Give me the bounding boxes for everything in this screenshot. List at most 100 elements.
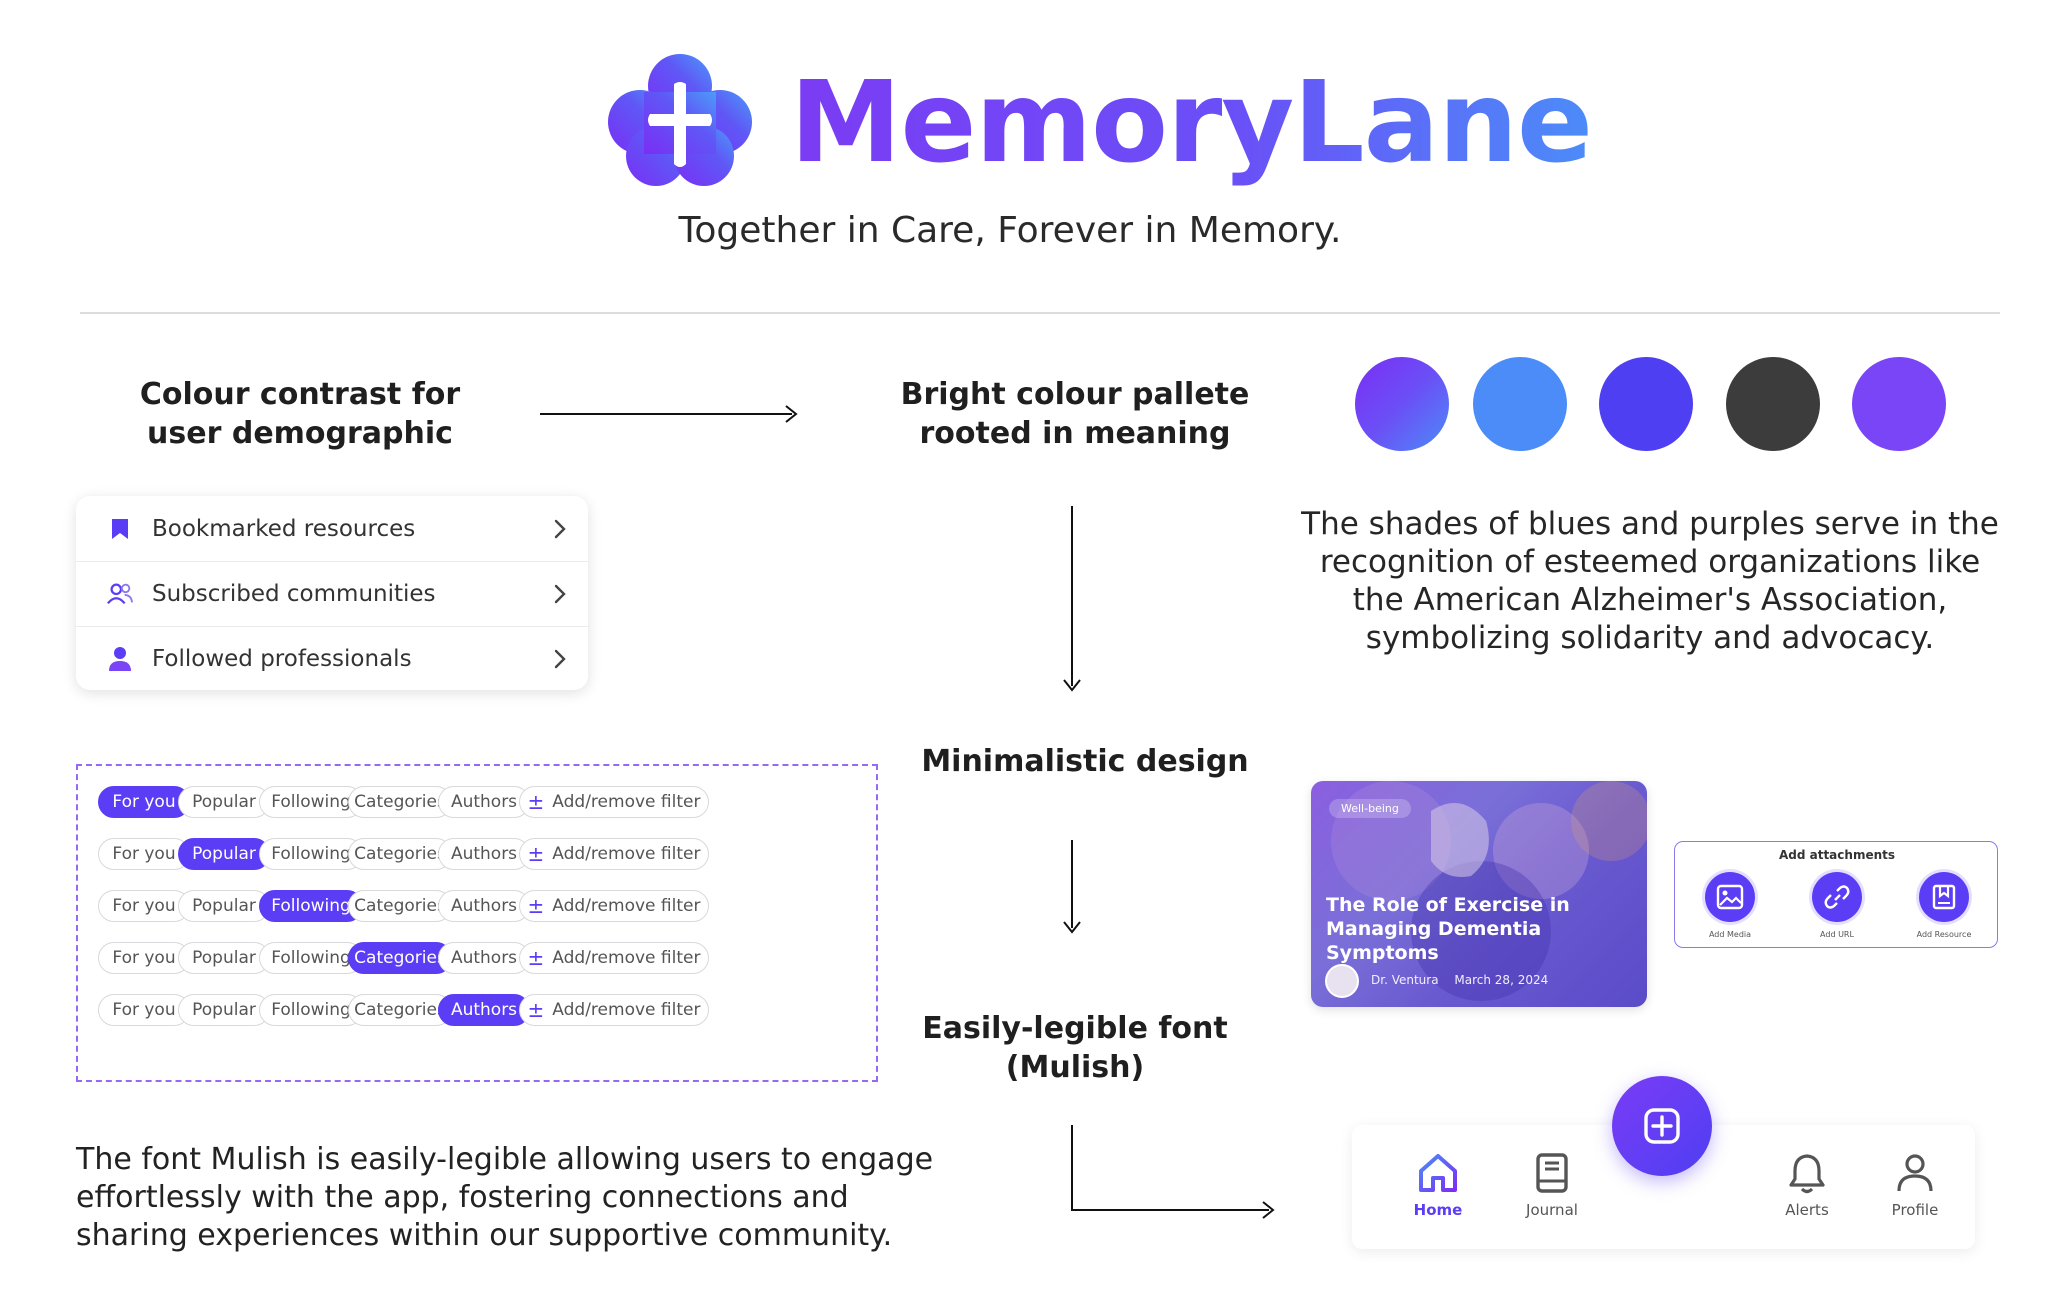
filter-chip[interactable]: Categories [348, 890, 452, 922]
filter-chip[interactable]: Categories [348, 994, 452, 1026]
add-remove-filter-label: Add/remove filter [552, 896, 701, 916]
author-avatar [1325, 964, 1359, 998]
add-remove-filter-chip[interactable]: ±Add/remove filter [519, 786, 709, 818]
add-remove-filter-chip[interactable]: ± Add/remove filter [519, 890, 709, 922]
filter-chip[interactable]: Authors [438, 838, 530, 870]
arrowhead-right-icon [1262, 1201, 1275, 1219]
add-remove-filter-label: Add/remove filter [552, 792, 701, 812]
filter-chip[interactable]: For you [98, 942, 190, 974]
filter-chip[interactable]: Popular [178, 786, 270, 818]
brand-name: MemoryLane [790, 58, 1593, 188]
filter-chip[interactable]: Authors [438, 942, 530, 974]
chevron-right-icon [554, 584, 566, 604]
font-heading: Easily-legible font (Mulish) [922, 1011, 1228, 1085]
filter-chip[interactable]: Popular [178, 994, 270, 1026]
filter-chip[interactable]: Following [259, 838, 363, 870]
article-title: The Role of Exercise in Managing Dementi… [1326, 894, 1570, 964]
plus-icon [1644, 1108, 1680, 1144]
profile-list-card: Bookmarked resources Subscribed communit… [76, 496, 588, 690]
arrow-right-top [540, 413, 792, 415]
filter-chip[interactable]: Following [259, 942, 363, 974]
nav-journal[interactable]: Journal [1507, 1151, 1597, 1219]
article-date: March 28, 2024 [1454, 973, 1549, 987]
add-media-button[interactable]: Add Media [1685, 872, 1775, 939]
plus-minus-icon: ± [527, 894, 545, 918]
filter-chip[interactable]: Popular [178, 942, 270, 974]
add-remove-filter-chip[interactable]: ±Add/remove filter [519, 838, 709, 870]
filter-chip[interactable]: Popular [178, 890, 270, 922]
link-icon [1812, 872, 1862, 922]
palette-heading: Bright colour pallete rooted in meaning [900, 377, 1250, 451]
filter-chip[interactable]: For you [98, 786, 190, 818]
list-item-label: Followed professionals [152, 646, 412, 672]
attachment-label: Add Media [1708, 930, 1752, 939]
nav-label: Alerts [1785, 1201, 1829, 1219]
contrast-heading: Colour contrast for user demographic [139, 377, 461, 451]
filter-chip[interactable]: Categories [348, 838, 452, 870]
add-button[interactable] [1612, 1076, 1712, 1176]
font-description: The font Mulish is easily-legible allowi… [76, 1142, 934, 1253]
plus-minus-icon: ± [527, 842, 545, 866]
minimal-heading: Minimalistic design [921, 744, 1249, 779]
add-resource-button[interactable]: Add Resource [1899, 872, 1989, 939]
home-icon [1419, 1154, 1457, 1192]
list-item-communities[interactable]: Subscribed communities [76, 561, 588, 626]
chevron-right-icon [554, 649, 566, 669]
nav-home[interactable]: Home [1393, 1151, 1483, 1219]
arrowhead-down-icon [1063, 679, 1081, 692]
profile-icon [1897, 1154, 1933, 1192]
add-remove-filter-chip[interactable]: ± Add/remove filter [519, 994, 709, 1026]
article-image-texture [1331, 781, 1647, 1001]
filter-chip[interactable]: Categories [348, 786, 452, 818]
article-tag: Well-being [1329, 799, 1411, 818]
divider [80, 312, 2000, 314]
add-url-button[interactable]: Add URL [1792, 872, 1882, 939]
person-icon [106, 645, 134, 673]
article-card[interactable]: Well-being The Role of Exercise in Manag… [1311, 781, 1647, 1007]
group-icon [106, 580, 134, 608]
attachment-label: Add Resource [1916, 930, 1972, 939]
add-remove-filter-label: Add/remove filter [552, 1000, 701, 1020]
filter-chip[interactable]: Following [259, 786, 363, 818]
list-item-bookmarked[interactable]: Bookmarked resources [76, 496, 588, 561]
arrow-elbow-vertical [1071, 1125, 1073, 1211]
filter-chip[interactable]: Popular [178, 838, 270, 870]
attachment-label: Add URL [1820, 930, 1854, 939]
article-meta: Dr. Ventura March 28, 2024 [1371, 973, 1548, 987]
add-remove-filter-chip[interactable]: ± Add/remove filter [519, 942, 709, 974]
swatch-blue [1473, 357, 1567, 451]
nav-label: Journal [1526, 1201, 1578, 1219]
article-author: Dr. Ventura [1371, 973, 1439, 987]
filter-chip[interactable]: Authors [438, 786, 530, 818]
plus-minus-icon: ± [527, 946, 545, 970]
chevron-right-icon [554, 519, 566, 538]
journal-icon [1536, 1153, 1568, 1193]
nav-label: Home [1413, 1201, 1463, 1219]
palette-description: The shades of blues and purples serve in… [1301, 506, 1999, 656]
nav-label: Profile [1891, 1201, 1939, 1219]
filter-chip[interactable]: For you [98, 890, 190, 922]
resource-icon [1919, 872, 1969, 922]
swatch-gradient [1355, 357, 1449, 451]
filter-chip[interactable]: Authors [438, 890, 530, 922]
add-remove-filter-label: Add/remove filter [552, 948, 701, 968]
filter-chip[interactable]: For you [98, 838, 190, 870]
list-item-label: Subscribed communities [152, 581, 436, 607]
nav-alerts[interactable]: Alerts [1762, 1151, 1852, 1219]
list-item-professionals[interactable]: Followed professionals [76, 626, 588, 690]
bookmark-icon [106, 515, 134, 543]
filter-chip[interactable]: Authors [438, 994, 530, 1026]
filter-chip[interactable]: Following [259, 890, 363, 922]
arrowhead-down-icon [1063, 921, 1081, 934]
nav-profile[interactable]: Profile [1870, 1151, 1960, 1219]
filter-chip[interactable]: Categories [348, 942, 452, 974]
image-icon [1705, 872, 1755, 922]
plus-minus-icon: ± [527, 998, 545, 1022]
filter-chip[interactable]: For you [98, 994, 190, 1026]
attachments-title: Add attachments [1778, 848, 1896, 862]
